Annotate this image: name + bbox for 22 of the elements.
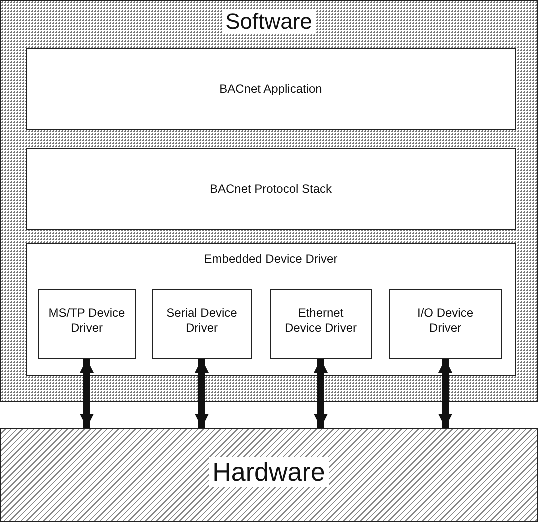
layer-box [38,289,136,359]
layer-label: BACnet Application [220,82,322,96]
hardware-panel [0,428,538,522]
panel-title: Hardware [208,457,330,487]
layer-label: MS/TP Device Driver [48,306,126,336]
layer-box [152,289,252,359]
layer-label: I/O Device Driver [416,306,474,336]
double-arrow [314,359,328,428]
layer-label: Serial Device Driver [166,306,238,336]
layer-box [26,148,516,230]
double-arrow [195,359,209,428]
layer-box [26,243,516,376]
layer-label: BACnet Protocol Stack [210,182,332,196]
layer-label: Ethernet Device Driver [284,306,358,336]
double-arrow [80,359,94,428]
layer-box [26,48,516,130]
software-panel [0,0,538,402]
layer-box [270,289,372,359]
layer-label: Embedded Device Driver [204,252,338,266]
double-arrow [438,359,452,428]
panel-title: Software [222,9,316,34]
layer-box [389,289,502,359]
